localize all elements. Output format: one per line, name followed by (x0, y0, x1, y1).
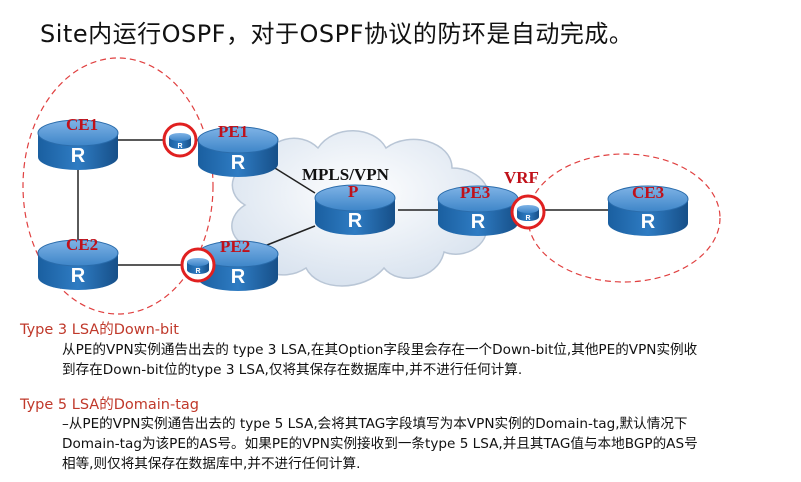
text-line: 从PE的VPN实例通告出去的 type 3 LSA,在其Option字段里会存在… (62, 342, 698, 358)
text-line: Domain-tag为该PE的AS号。如果PE的VPN实例接收到一条type 5… (62, 436, 698, 452)
text-line: –从PE的VPN实例通告出去的 type 5 LSA,会将其TAG字段填写为本V… (62, 416, 688, 432)
text-line: 相等,则仅将其保存在数据库中,并不进行任何计算. (62, 456, 361, 472)
network-topology-diagram: R R CE1 CE2 PE1 PE2 PE3 CE3 P VRF (22, 57, 721, 315)
vrf-instance-pe2 (180, 247, 216, 283)
section-body-type5: –从PE的VPN实例通告出去的 type 5 LSA,会将其TAG字段填写为本V… (62, 414, 792, 474)
section-body-type3: 从PE的VPN实例通告出去的 type 3 LSA,在其Option字段里会存在… (62, 340, 792, 380)
text-line: 到存在Down-bit位的type 3 LSA,仅将其保存在数据库中,并不进行任… (62, 362, 523, 378)
label-mpls-vpn: MPLS/VPN (302, 165, 390, 184)
label-ce2: CE2 (66, 235, 98, 254)
label-vrf: VRF (504, 168, 539, 187)
site1-boundary (22, 57, 214, 315)
label-ce1: CE1 (66, 115, 98, 134)
label-pe2: PE2 (220, 237, 250, 256)
section-heading-type5: Type 5 LSA的Domain-tag (20, 397, 199, 413)
label-pe1: PE1 (218, 122, 248, 141)
label-p: P (348, 182, 358, 201)
page-title: Site内运行OSPF，对于OSPF协议的防环是自动完成。 (40, 20, 634, 48)
vrf-instance-pe1 (162, 122, 198, 158)
label-ce3: CE3 (632, 183, 664, 202)
section-heading-type3: Type 3 LSA的Down-bit (20, 322, 179, 338)
vrf-instance-pe3 (510, 194, 546, 230)
label-pe3: PE3 (460, 183, 490, 202)
